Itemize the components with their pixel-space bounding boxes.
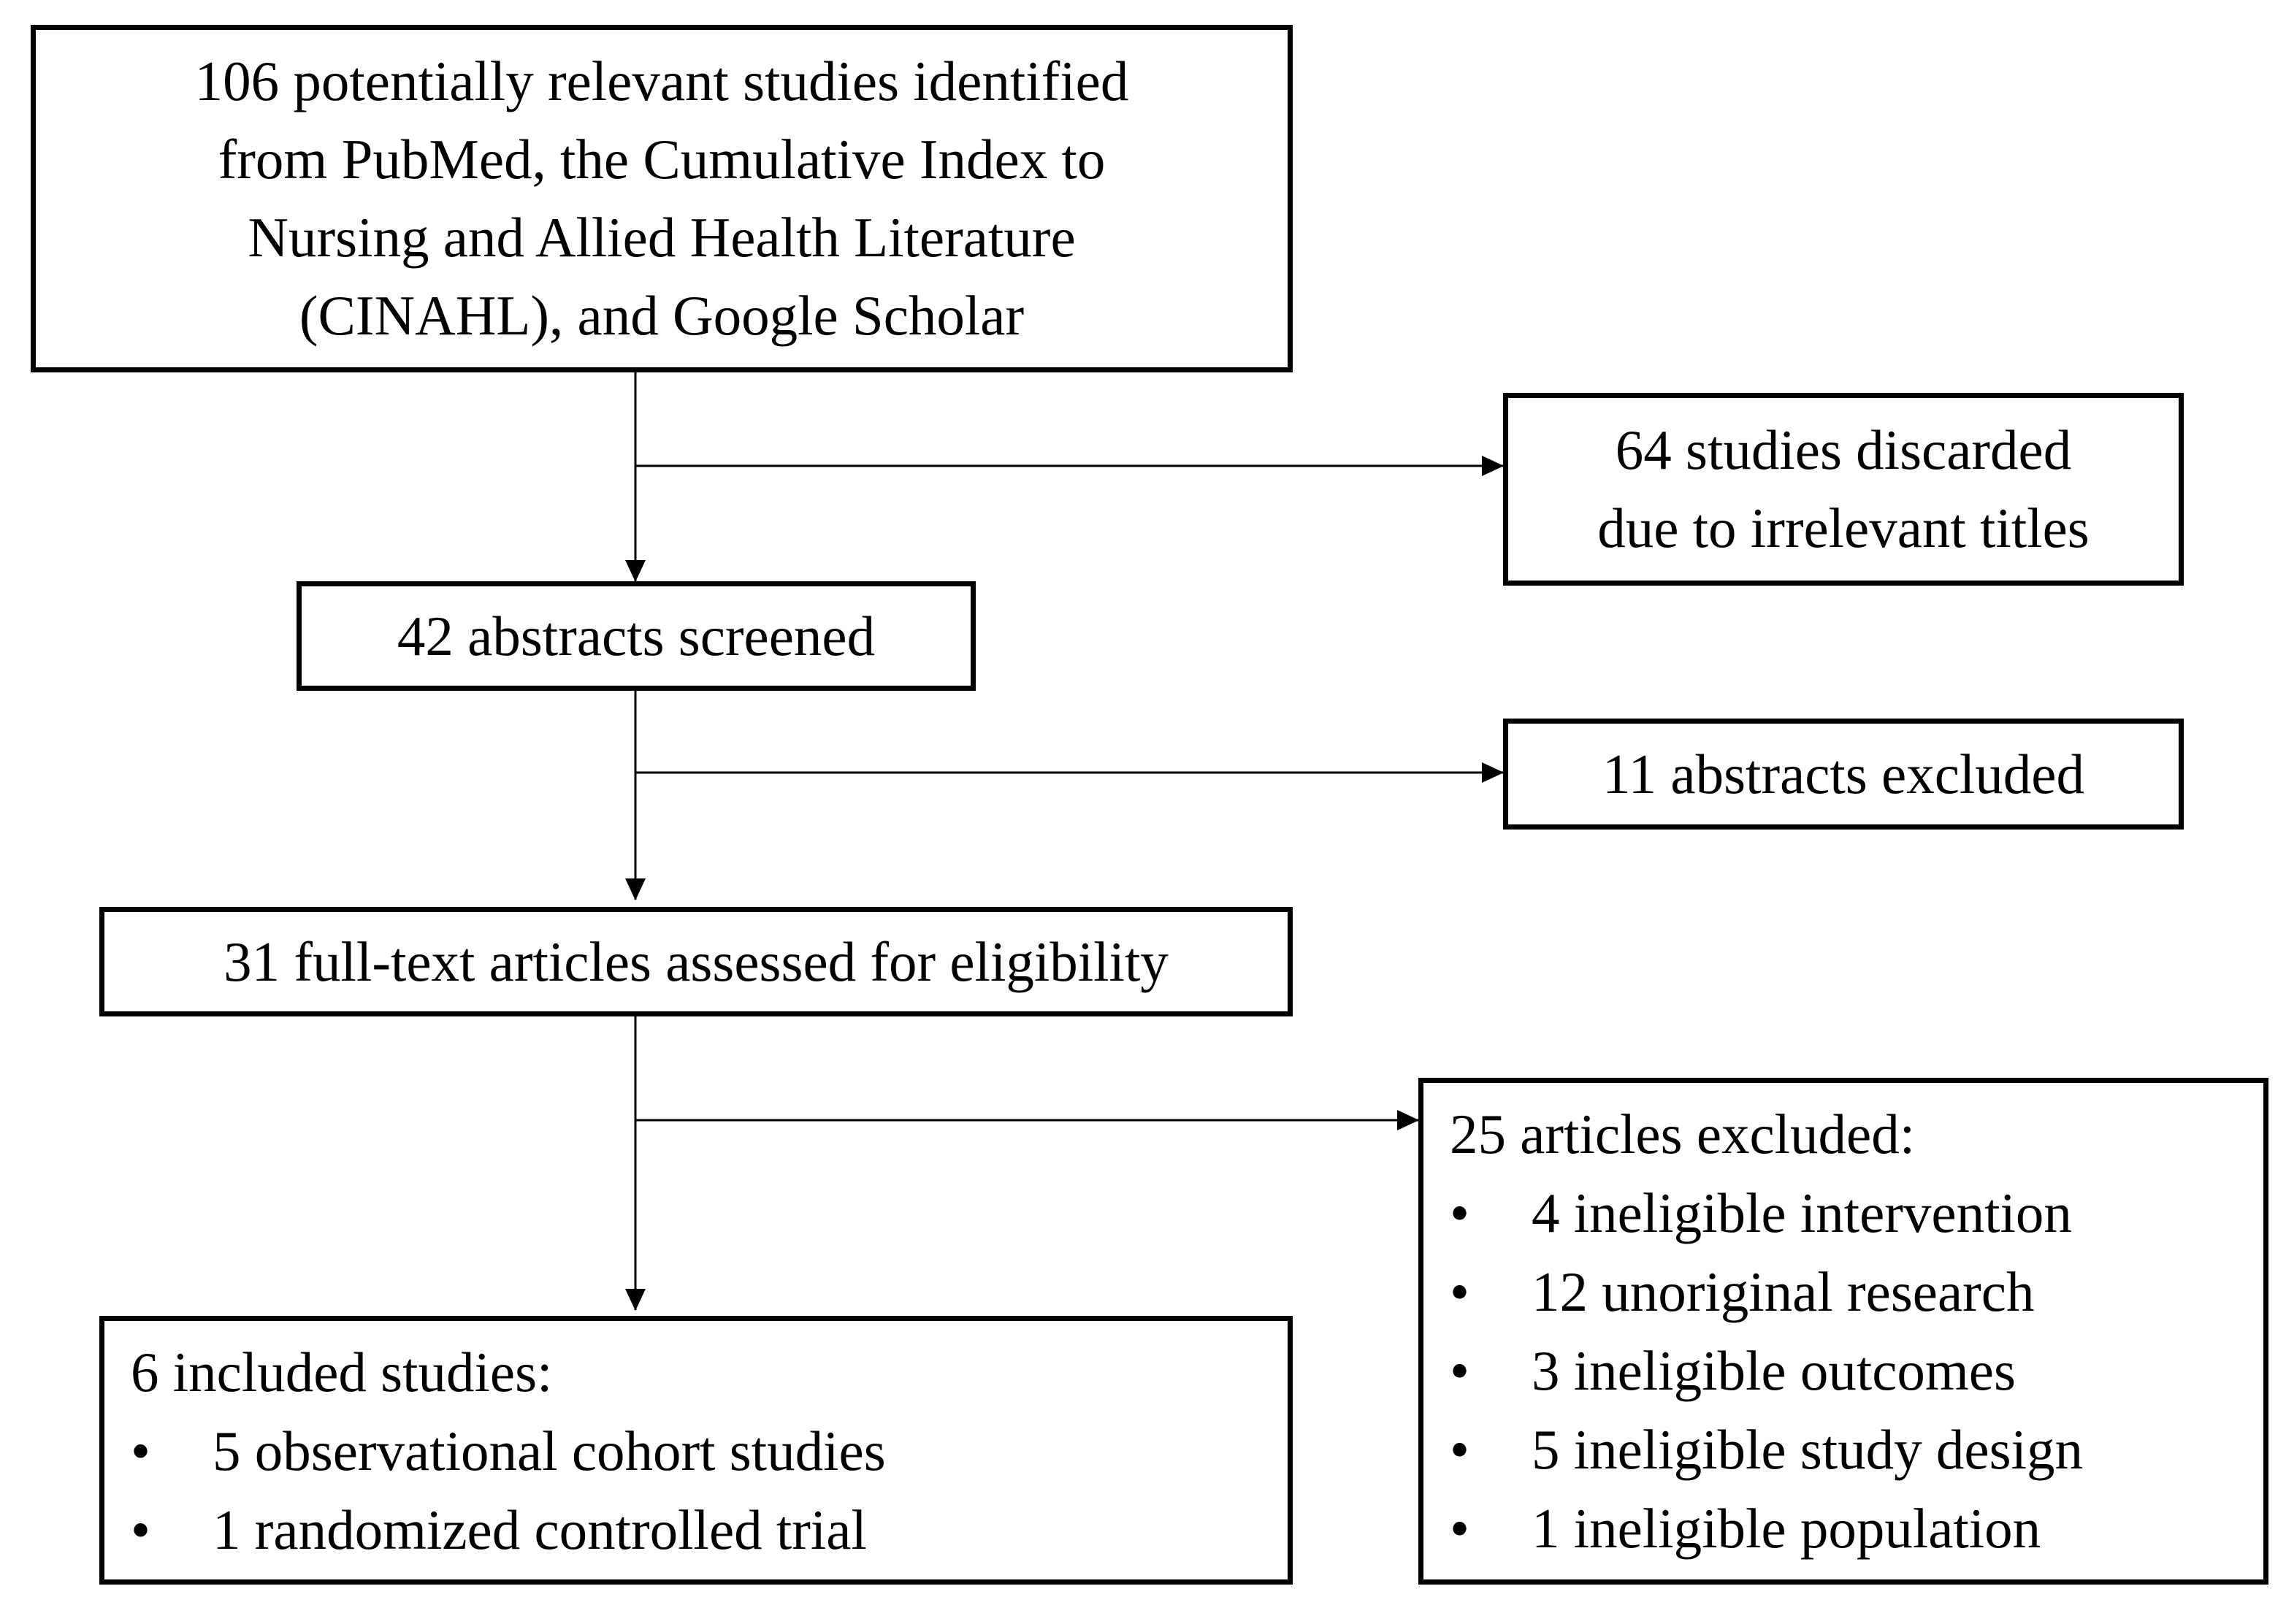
fulltext-exclusion-item: • 4 ineligible intervention [1450, 1173, 2263, 1252]
included-studies-item: • 1 randomized controlled trial [131, 1490, 1288, 1569]
fulltext-exclusion-box: 25 articles excluded: • 4 ineligible int… [1418, 1078, 2268, 1585]
screening-box: 42 abstracts screened [297, 581, 976, 691]
fulltext-exclusion-heading: 25 articles excluded: [1450, 1103, 1916, 1165]
identification-line: Nursing and Allied Health Literature [248, 206, 1076, 269]
screening-text: 42 abstracts screened [397, 604, 876, 667]
fulltext-exclusion-item: • 12 unoriginal research [1450, 1252, 2263, 1331]
identification-line: from PubMed, the Cumulative Index to [218, 128, 1106, 191]
fulltext-exclusion-item-text: 12 unoriginal research [1532, 1260, 2035, 1323]
identification-line: (CINAHL), and Google Scholar [299, 284, 1025, 347]
fulltext-exclusion-item-text: 5 ineligible study design [1532, 1418, 2083, 1481]
included-studies-item: • 5 observational cohort studies [131, 1412, 1288, 1490]
abstract-exclusion-box: 11 abstracts excluded [1503, 719, 2184, 830]
fulltext-exclusion-item-text: 3 ineligible outcomes [1532, 1339, 2016, 1402]
eligibility-text: 31 full-text articles assessed for eligi… [223, 930, 1169, 993]
fulltext-exclusion-item: • 3 ineligible outcomes [1450, 1331, 2263, 1410]
fulltext-exclusion-item-text: 4 ineligible intervention [1532, 1181, 2072, 1244]
eligibility-box: 31 full-text articles assessed for eligi… [99, 907, 1293, 1016]
bullet: • [1450, 1260, 1469, 1323]
title-exclusion-line: 64 studies discarded [1615, 418, 2072, 481]
included-studies-box: 6 included studies: • 5 observational co… [99, 1316, 1293, 1585]
identification-line: 106 potentially relevant studies identif… [194, 50, 1129, 112]
bullet: • [1450, 1339, 1469, 1402]
bullet: • [1450, 1181, 1469, 1244]
included-studies-item-text: 1 randomized controlled trial [213, 1498, 867, 1561]
included-studies-item-text: 5 observational cohort studies [213, 1420, 886, 1482]
identification-box: 106 potentially relevant studies identif… [31, 25, 1293, 372]
title-exclusion-box: 64 studies discarded due to irrelevant t… [1503, 393, 2184, 586]
fulltext-exclusion-item-text: 1 ineligible population [1532, 1497, 2041, 1560]
bullet: • [1450, 1418, 1469, 1481]
title-exclusion-line: due to irrelevant titles [1597, 497, 2090, 559]
fulltext-exclusion-item: • 5 ineligible study design [1450, 1410, 2263, 1489]
bullet: • [131, 1498, 150, 1561]
fulltext-exclusion-item: • 1 ineligible population [1450, 1489, 2263, 1568]
abstract-exclusion-text: 11 abstracts excluded [1602, 742, 2084, 805]
included-studies-heading: 6 included studies: [131, 1341, 553, 1403]
bullet: • [1450, 1497, 1469, 1560]
bullet: • [131, 1420, 150, 1482]
